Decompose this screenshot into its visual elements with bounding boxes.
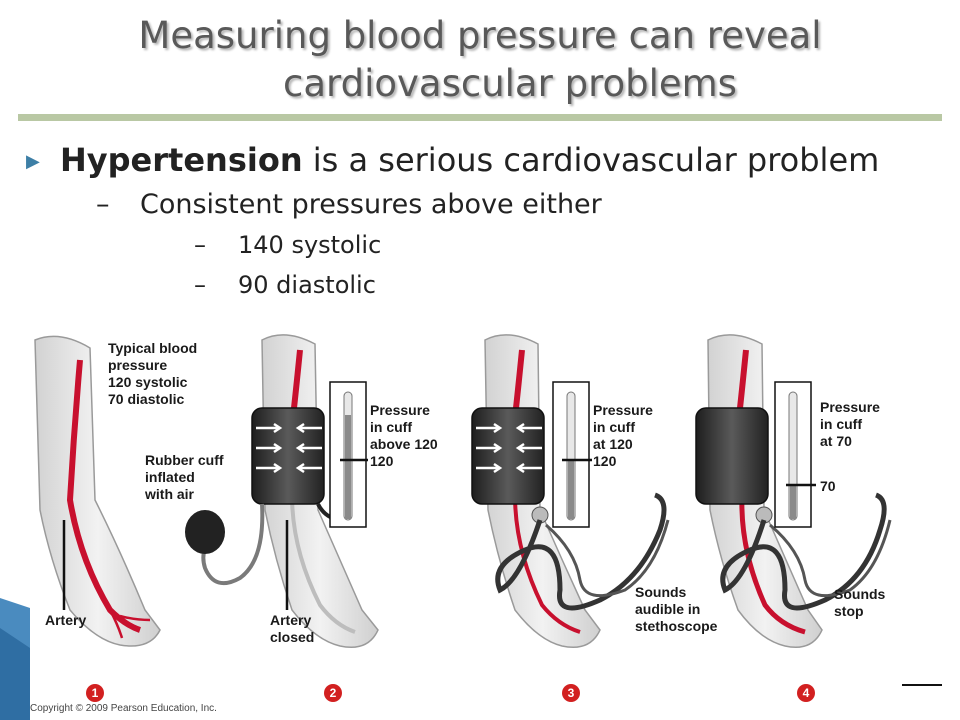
- dash-bullet: –: [96, 189, 110, 220]
- slide-title-line2: cardiovascular problems: [283, 62, 737, 105]
- copyright-notice: Copyright © 2009 Pearson Education, Inc.: [30, 703, 217, 714]
- slide-title-line1: Measuring blood pressure can reveal: [138, 14, 822, 57]
- blood-pressure-figure: Typical blood pressure 120 systolic 70 d…: [0, 320, 960, 720]
- manometer-panel-2: [329, 381, 368, 528]
- step-badge-3: 3: [562, 684, 580, 702]
- bullet-level3-text: 140 systolic: [238, 231, 382, 259]
- bullet-level2: –Consistent pressures above either: [96, 188, 602, 222]
- arm-panel-4: [695, 334, 892, 648]
- gauge-reading-panel-4: 70: [820, 478, 836, 494]
- arm-panel-2: [185, 334, 379, 648]
- dash-bullet: –: [194, 271, 206, 299]
- pressure-at-120-label: Pressure in cuff at 120: [593, 402, 653, 452]
- bullet-level1-text: is a serious cardiovascular problem: [302, 141, 880, 179]
- bullet-level2-text: Consistent pressures above either: [140, 189, 602, 220]
- step-badge-2: 2: [324, 684, 342, 702]
- slide-title: Measuring blood pressure can reveal card…: [0, 12, 960, 108]
- sounds-audible-label: Sounds audible in stethoscope: [635, 584, 718, 634]
- title-divider: [18, 114, 942, 121]
- slide-corner-decoration: [0, 598, 30, 720]
- bullet-level1-bold: Hypertension: [60, 141, 303, 179]
- arm-panel-1: [34, 335, 161, 647]
- bullet-level3-systolic: – 140 systolic: [194, 230, 381, 260]
- typical-pressure-label: Typical blood pressure 120 systolic 70 d…: [108, 340, 198, 407]
- triangle-bullet-icon: ▶: [26, 151, 40, 172]
- arm-panel-3: [471, 334, 670, 648]
- gauge-reading-panel-3: 120: [593, 453, 617, 469]
- bullet-level3-text: 90 diastolic: [238, 271, 376, 299]
- rubber-cuff-label: Rubber cuff inflated with air: [145, 452, 224, 502]
- footer-line: [902, 684, 942, 686]
- bullet-level3-diastolic: – 90 diastolic: [194, 270, 376, 300]
- step-badge-1: 1: [86, 684, 104, 702]
- manometer-panel-3: [552, 381, 592, 528]
- gauge-reading-panel-2: 120: [370, 453, 394, 469]
- artery-closed-label: Artery closed: [270, 612, 315, 645]
- step-badge-4: 4: [797, 684, 815, 702]
- manometer-panel-4: [774, 381, 816, 528]
- sounds-stop-label: Sounds stop: [834, 586, 886, 619]
- blood-pressure-illustration: [34, 334, 892, 648]
- artery-label: Artery: [45, 612, 87, 628]
- bullet-level1: ▶ Hypertension is a serious cardiovascula…: [26, 140, 879, 182]
- dash-bullet: –: [194, 231, 206, 259]
- pressure-at-70-label: Pressure in cuff at 70: [820, 399, 880, 449]
- pressure-above-120-label: Pressure in cuff above 120: [370, 402, 438, 452]
